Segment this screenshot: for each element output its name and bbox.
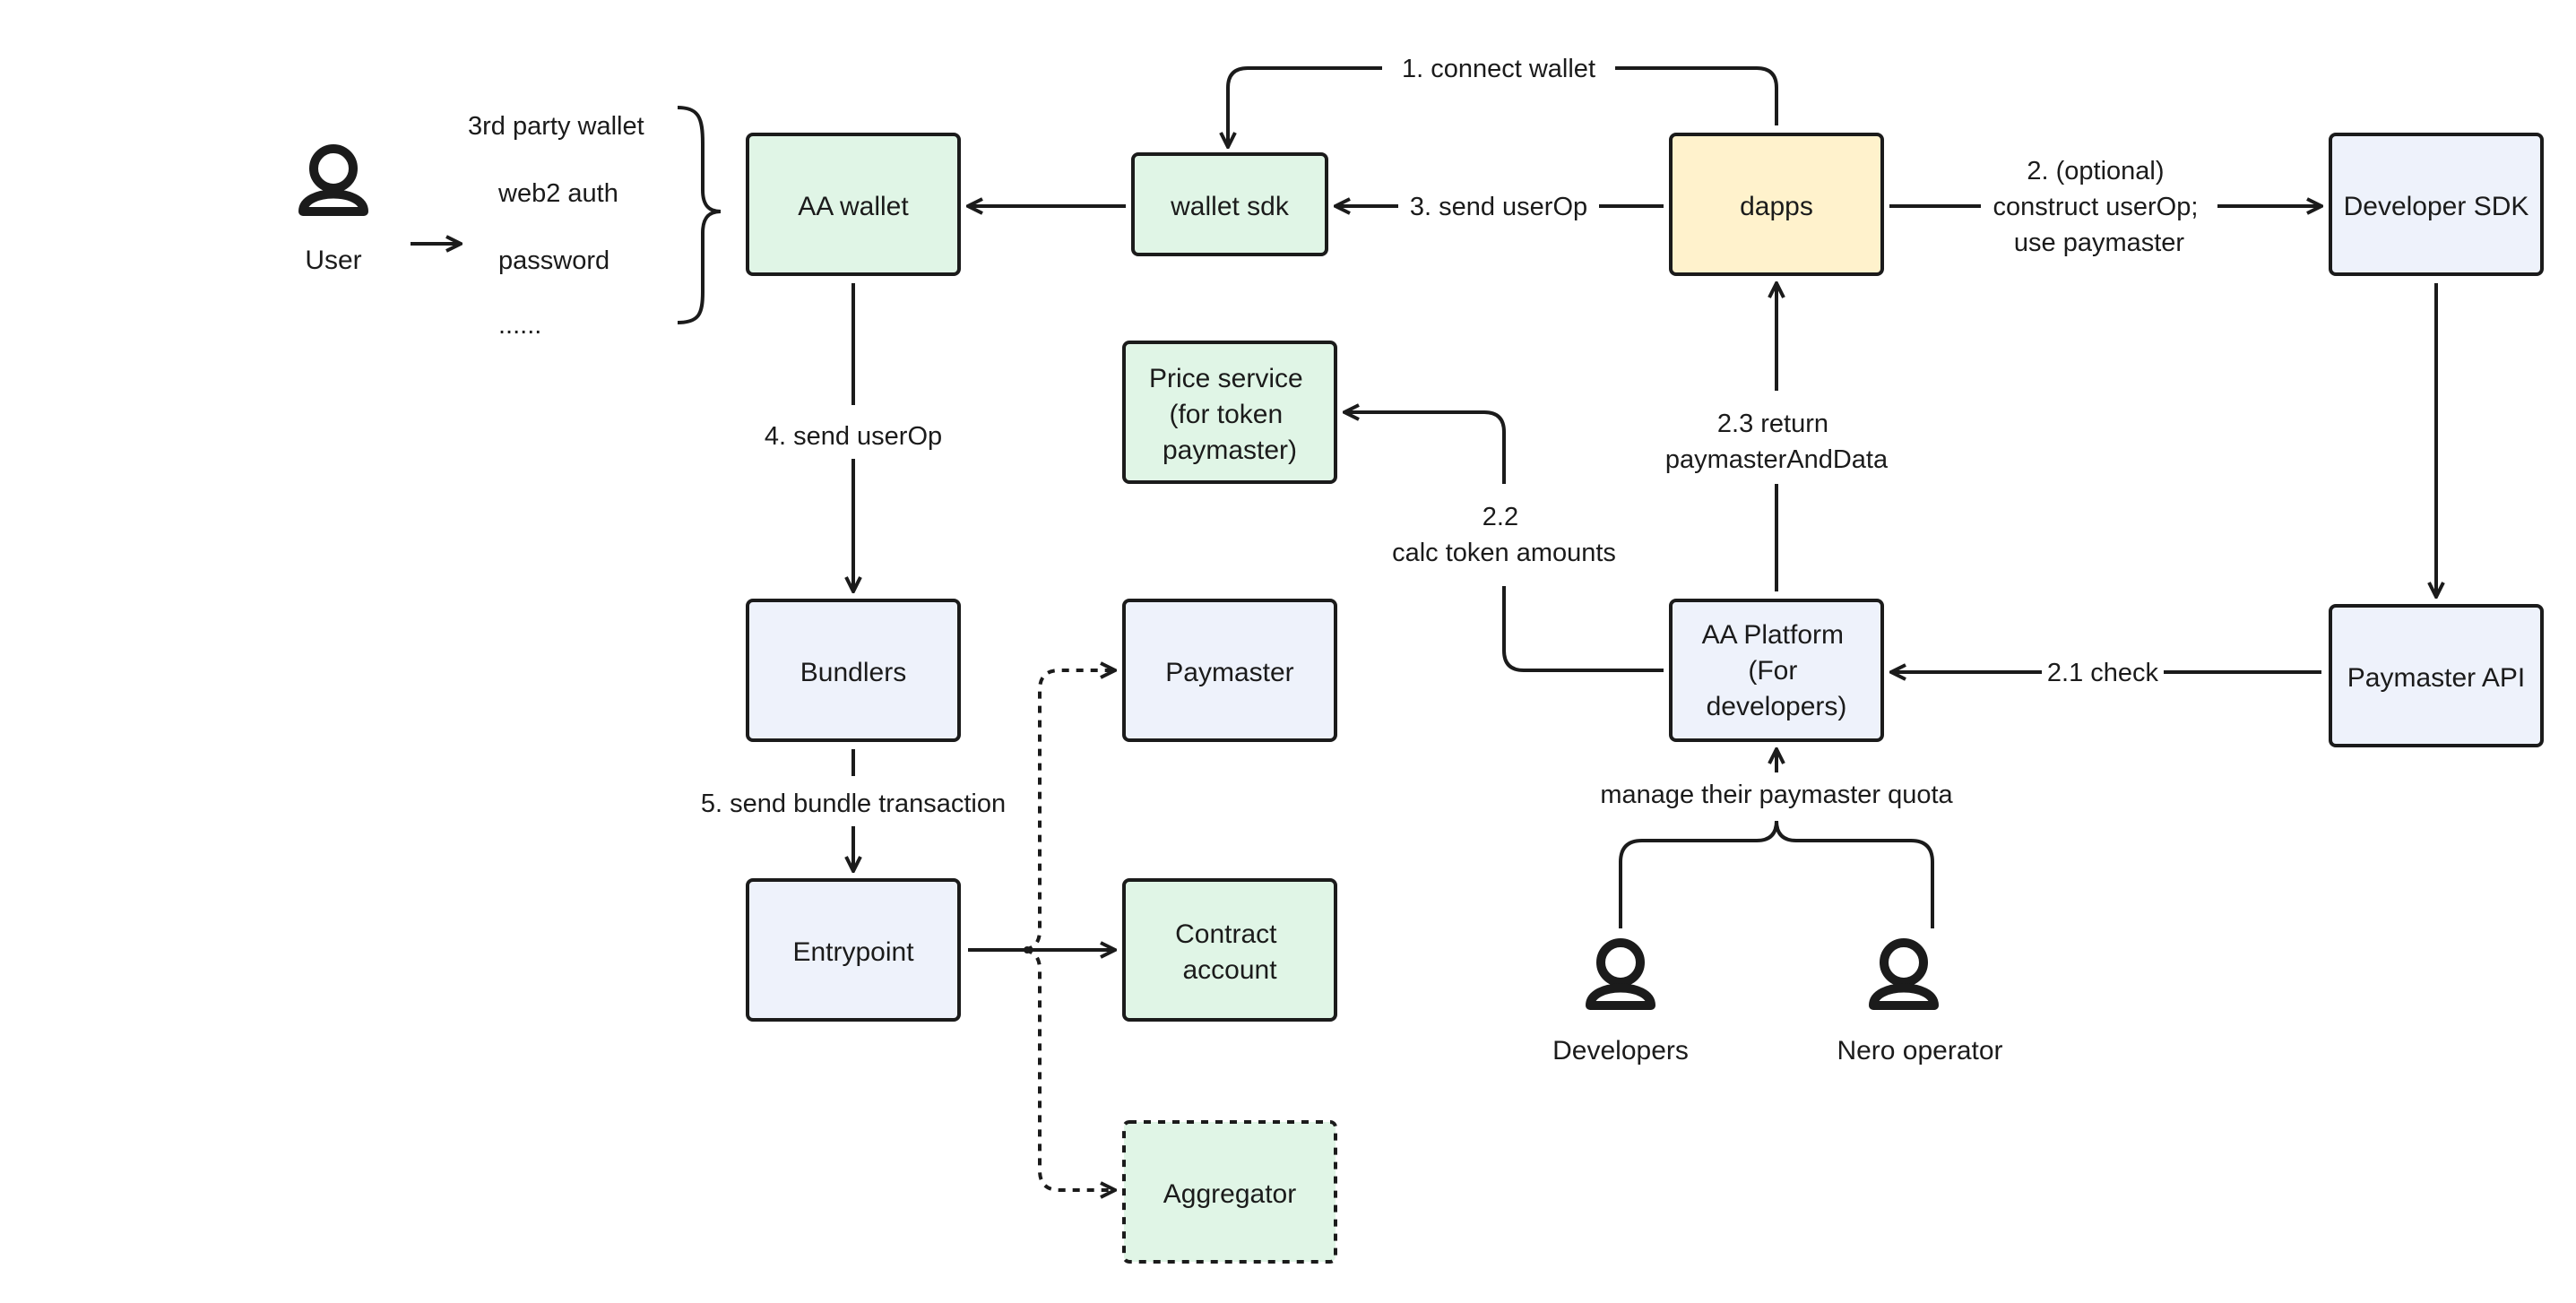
edge-send-userop-wallet-label: 4. send userOp (765, 422, 942, 451)
developer-sdk-box (2329, 133, 2544, 276)
edge-entrypoint-to-aggregator (968, 948, 1115, 1190)
aa-platform-label: AA Platform (For developers) (1702, 620, 1852, 721)
paymaster-api-label: Paymaster API (2347, 663, 2525, 693)
edge-return-label: 2.3 return paymasterAndData (1665, 410, 1889, 474)
aggregator-box (1122, 1120, 1337, 1264)
edge-entrypoint-to-paymaster (968, 670, 1115, 952)
auth-option-more: ...... (498, 311, 541, 340)
nero-operator-label: Nero operator (1837, 1036, 2002, 1066)
developers-label: Developers (1552, 1036, 1689, 1066)
paymaster-api-box (2329, 604, 2544, 747)
wallet-sdk-label: wallet sdk (1170, 192, 1290, 221)
edge-manage-quota-label: manage their paymaster quota (1600, 781, 1953, 809)
edge-calc-token-label: 2.2 calc token amounts (1392, 503, 1616, 567)
user-label: User (305, 246, 361, 275)
developers-icon (1586, 938, 1655, 1010)
auth-options-brace (677, 106, 722, 324)
edge-calc-token-bottom (1502, 586, 1664, 672)
price-service-label: Price service (for token paymaster) (1149, 364, 1310, 465)
edge-check-label: 2.1 check (2047, 659, 2159, 687)
contract-account-label: Contract account (1175, 919, 1284, 985)
bundlers-box (746, 599, 961, 742)
user-icon (298, 144, 368, 216)
entrypoint-box (746, 878, 961, 1022)
developer-sdk-label: Developer SDK (2344, 192, 2529, 221)
edge-calc-token-top (1344, 412, 1506, 484)
edge-send-bundle-label: 5. send bundle transaction (701, 790, 1006, 818)
edge-connect-wallet-label: 1. connect wallet (1402, 55, 1595, 83)
auth-option-3rd-party-wallet: 3rd party wallet (468, 112, 644, 141)
edge-optional-label: 2. (optional) construct userOp; use paym… (1993, 157, 2206, 257)
aa-wallet-label: AA wallet (798, 192, 909, 221)
price-service-box (1122, 341, 1337, 484)
nero-operator-icon (1869, 938, 1939, 1010)
dapps-box (1669, 133, 1884, 276)
aa-platform-box (1669, 599, 1884, 742)
contract-account-box (1122, 878, 1337, 1022)
edge-connect-wallet-right (1615, 66, 1778, 125)
bundlers-label: Bundlers (800, 658, 906, 687)
entrypoint-label: Entrypoint (792, 937, 914, 967)
auth-option-password: password (498, 246, 609, 275)
operators-brace (1619, 820, 1934, 928)
wallet-sdk-box (1131, 152, 1328, 256)
paymaster-box (1122, 599, 1337, 742)
paymaster-label: Paymaster (1165, 658, 1293, 687)
auth-option-web2-auth: web2 auth (497, 179, 618, 208)
aggregator-label: Aggregator (1163, 1179, 1296, 1209)
edge-send-userop-label: 3. send userOp (1410, 193, 1587, 221)
dapps-label: dapps (1740, 192, 1813, 221)
aa-wallet-box (746, 133, 961, 276)
edge-connect-wallet-left (1228, 66, 1382, 147)
